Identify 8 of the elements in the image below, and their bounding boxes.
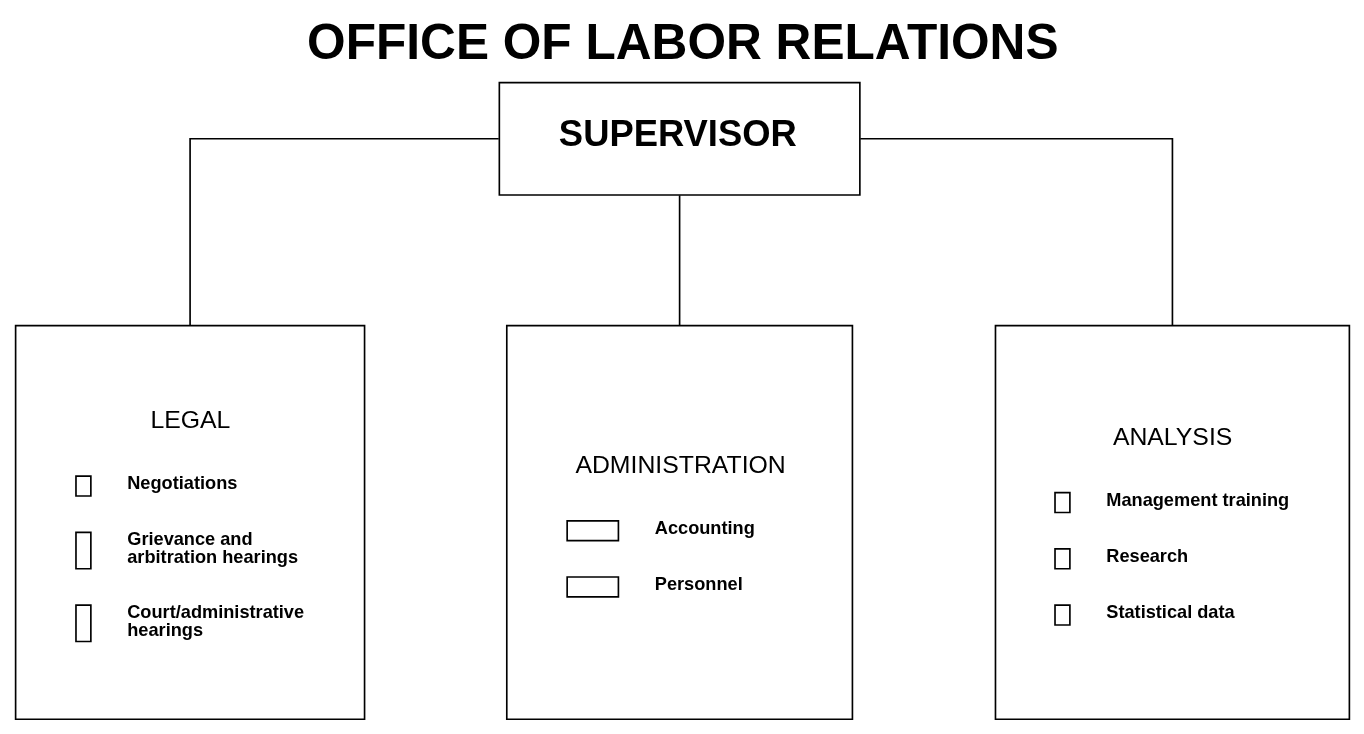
connector — [678, 194, 680, 327]
diagram-title: OFFICE OF LABOR RELATIONS — [306, 14, 1059, 71]
node-box: ANALYSIS Management training Research Statistical data — [994, 324, 1350, 721]
connector — [188, 137, 500, 327]
connector — [859, 137, 1173, 327]
node-box: SUPERVISOR — [498, 81, 861, 196]
node-box: LEGAL Negotiations Grievance and arbitration hearings Court/administrative hearings — [14, 324, 365, 721]
node-box: ADMINISTRATION Accounting Personnel — [505, 324, 853, 721]
